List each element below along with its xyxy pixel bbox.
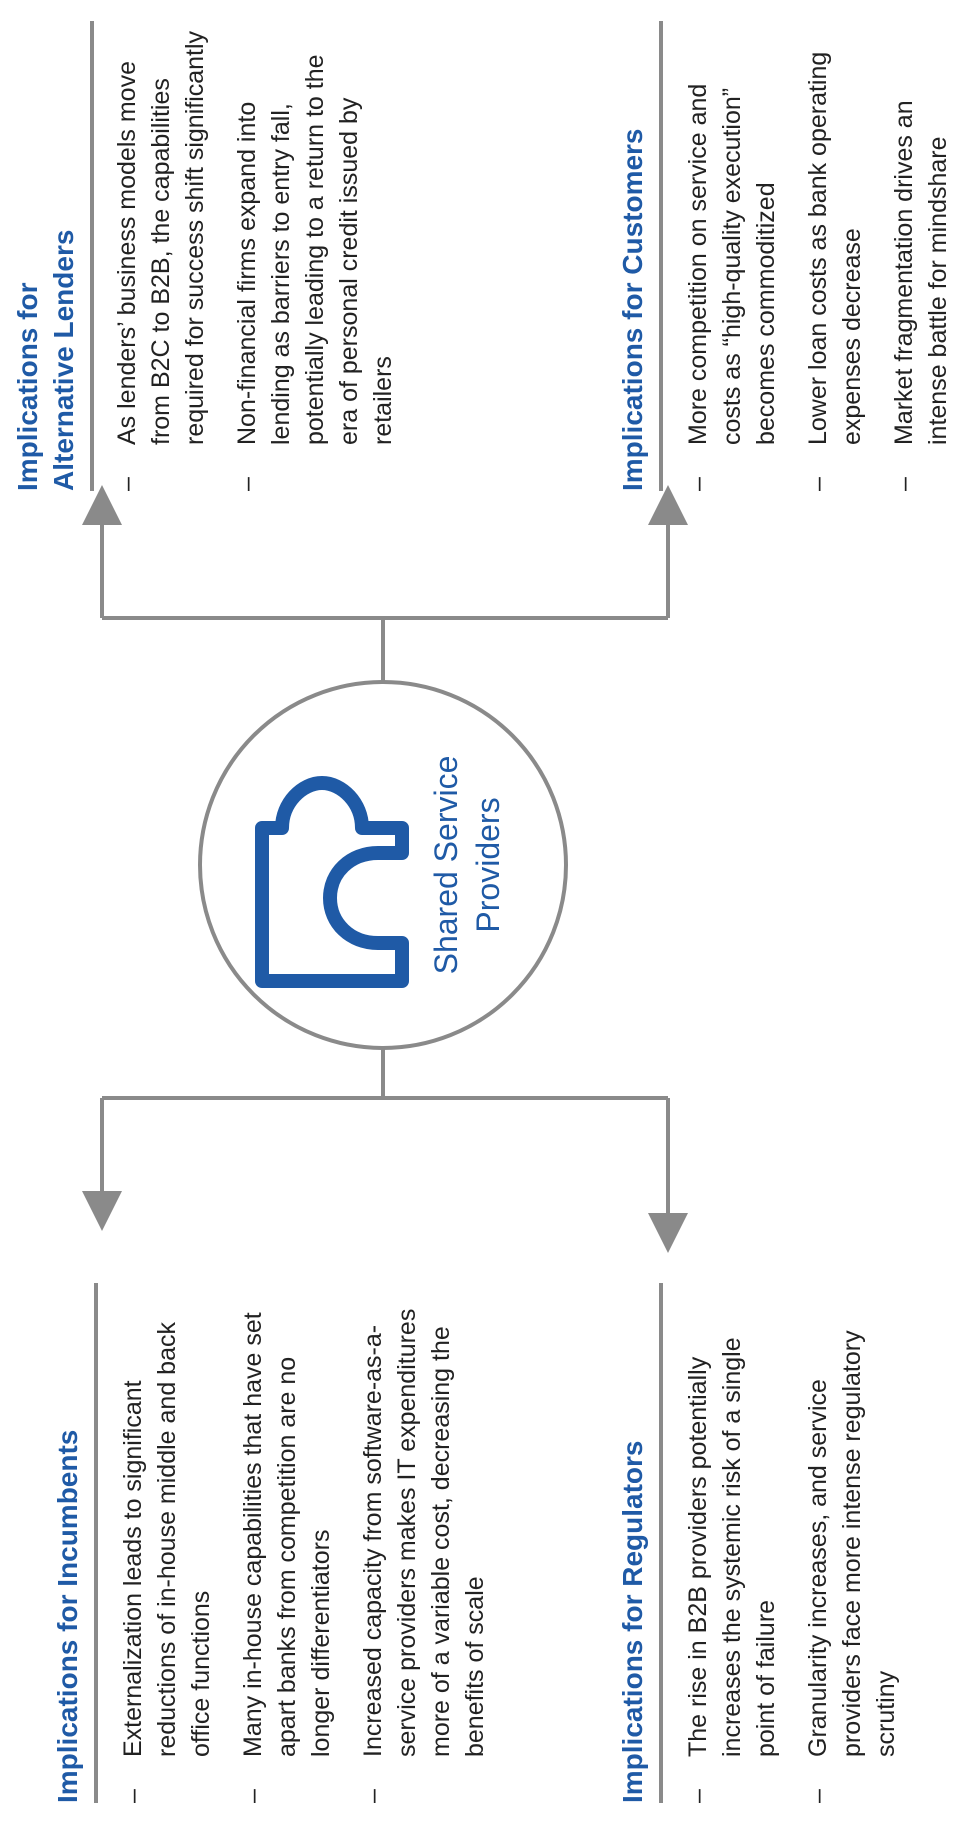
center-circle bbox=[198, 680, 568, 1050]
dash-marker: – bbox=[890, 477, 918, 491]
list-item: – Granularity increases, and service pro… bbox=[801, 1283, 903, 1803]
list-item: – The rise in B2B providers potentially … bbox=[681, 1283, 783, 1803]
divider-alt-lenders bbox=[90, 21, 94, 491]
bullet-text: The rise in B2B providers potentially in… bbox=[684, 1337, 780, 1757]
bullets-incumbents: – Externalization leads to significant r… bbox=[116, 1283, 510, 1803]
list-item: – More competition on service and costs … bbox=[681, 21, 783, 491]
bullet-text: Increased capacity from software-as-a-se… bbox=[359, 1308, 489, 1757]
bullet-text: Granularity increases, and service provi… bbox=[804, 1330, 900, 1757]
bullets-regulators: – The rise in B2B providers potentially … bbox=[681, 1283, 921, 1803]
heading-regulators: Implications for Regulators bbox=[617, 1440, 648, 1804]
bullet-text: Many in-house capabilities that have set… bbox=[239, 1312, 335, 1757]
heading-customers: Implications for Customers bbox=[617, 128, 648, 491]
dash-marker: – bbox=[239, 1789, 267, 1803]
dash-marker: – bbox=[119, 1789, 147, 1803]
heading-alt-lenders-line2: Alternative Lenders bbox=[48, 229, 79, 491]
heading-alt-lenders: Implications for Alternative Lenders bbox=[10, 11, 82, 491]
section-regulators: Implications for Regulators – The rise i… bbox=[615, 1243, 900, 1804]
heading-alt-lenders-line1: Implications for bbox=[12, 282, 43, 491]
dash-marker: – bbox=[359, 1789, 387, 1803]
list-item: – Many in-house capabilities that have s… bbox=[236, 1283, 338, 1803]
dash-marker: – bbox=[113, 477, 141, 491]
bullets-customers: – More competition on service and costs … bbox=[681, 21, 965, 491]
dash-marker: – bbox=[233, 477, 261, 491]
list-item: – Lower loan costs as bank operating exp… bbox=[801, 21, 869, 491]
center-label-line2: Providers bbox=[470, 797, 506, 933]
divider-incumbents bbox=[94, 1283, 98, 1803]
puzzle-piece-icon bbox=[255, 776, 409, 988]
section-alt-lenders: Implications for Alternative Lenders – A… bbox=[10, 11, 397, 491]
dash-marker: – bbox=[684, 477, 712, 491]
bullets-alt-lenders: – As lenders’ business models move from … bbox=[110, 21, 418, 491]
dash-marker: – bbox=[804, 477, 832, 491]
divider-regulators bbox=[659, 1283, 663, 1803]
section-customers: Implications for Customers – More compet… bbox=[615, 11, 952, 491]
section-incumbents: Implications for Incumbents – Externaliz… bbox=[50, 1243, 489, 1803]
bullet-text: Lower loan costs as bank operating expen… bbox=[804, 51, 866, 445]
list-item: – Market fragmentation drives an intense… bbox=[887, 21, 955, 491]
center-label: Shared Service Providers bbox=[425, 715, 509, 1015]
connector-right bbox=[82, 485, 688, 682]
heading-incumbents: Implications for Incumbents bbox=[52, 1429, 83, 1803]
dash-marker: – bbox=[804, 1789, 832, 1803]
dash-marker: – bbox=[684, 1789, 712, 1803]
list-item: – Increased capacity from software-as-a-… bbox=[356, 1283, 492, 1803]
connector-left bbox=[82, 1048, 688, 1253]
list-item: – Non-financial firms expand into lendin… bbox=[230, 21, 400, 491]
bullet-text: Externalization leads to significant red… bbox=[119, 1322, 215, 1757]
bullet-text: As lenders’ business models move from B2… bbox=[113, 30, 209, 445]
divider-customers bbox=[659, 21, 663, 491]
bullet-text: Non-financial firms expand into lending … bbox=[233, 54, 397, 445]
list-item: – Externalization leads to significant r… bbox=[116, 1283, 218, 1803]
center-label-line1: Shared Service bbox=[428, 755, 464, 975]
list-item: – As lenders’ business models move from … bbox=[110, 21, 212, 491]
bullet-text: More competition on service and costs as… bbox=[684, 83, 780, 445]
bullet-text: Market fragmentation drives an intense b… bbox=[890, 100, 952, 445]
